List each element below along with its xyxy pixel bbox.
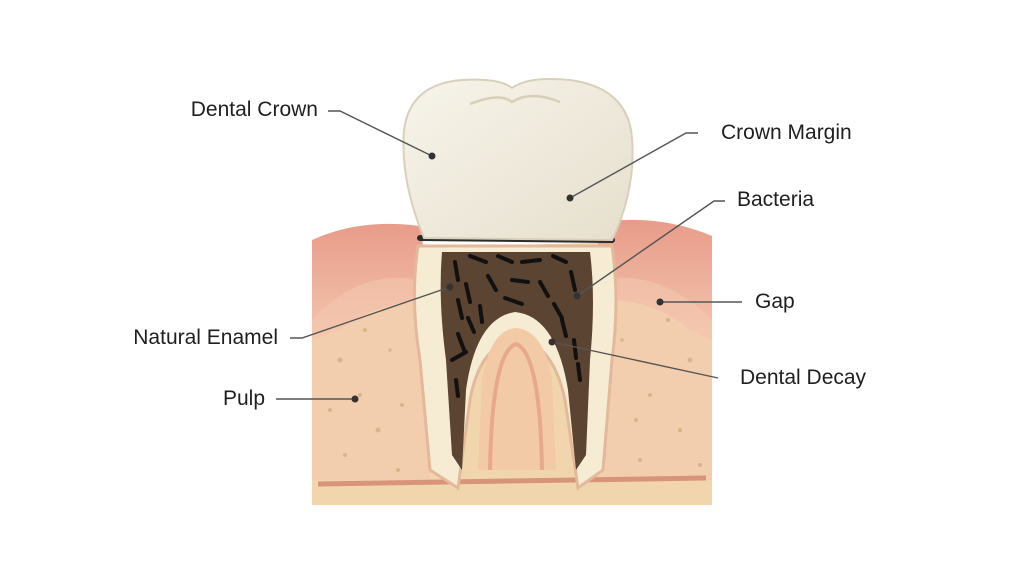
leader-natural-enamel (290, 286, 451, 339)
leader-dots (351, 152, 664, 403)
dot-crown-margin (566, 194, 574, 202)
dot-dental-crown (428, 152, 436, 160)
dot-dental-decay (548, 338, 556, 346)
leader-lines (276, 110, 742, 400)
label-natural-enamel: Natural Enamel (133, 326, 278, 349)
leader-crown-margin (569, 132, 698, 199)
dot-bacteria (573, 292, 581, 300)
bacteria-cluster (450, 254, 582, 398)
root-apex-line (317, 475, 707, 487)
dot-pulp (351, 395, 359, 403)
label-crown-margin: Crown Margin (721, 121, 852, 144)
dot-natural-enamel (446, 283, 454, 291)
label-bacteria: Bacteria (737, 188, 815, 211)
dot-gap (656, 298, 664, 306)
neighbor-root-left (312, 277, 430, 480)
label-dental-crown: Dental Crown (190, 98, 318, 121)
pulp-core (478, 328, 556, 470)
label-gap: Gap (755, 290, 795, 313)
pulp-inner-line (488, 341, 544, 471)
dental-crown (402, 78, 634, 242)
label-dental-decay: Dental Decay (740, 366, 867, 389)
leader-dental-decay (551, 341, 719, 379)
leader-dental-crown (328, 110, 433, 157)
leader-bacteria (576, 200, 725, 297)
label-pulp: Pulp (222, 387, 265, 410)
crown-cusp-detail (469, 94, 561, 106)
